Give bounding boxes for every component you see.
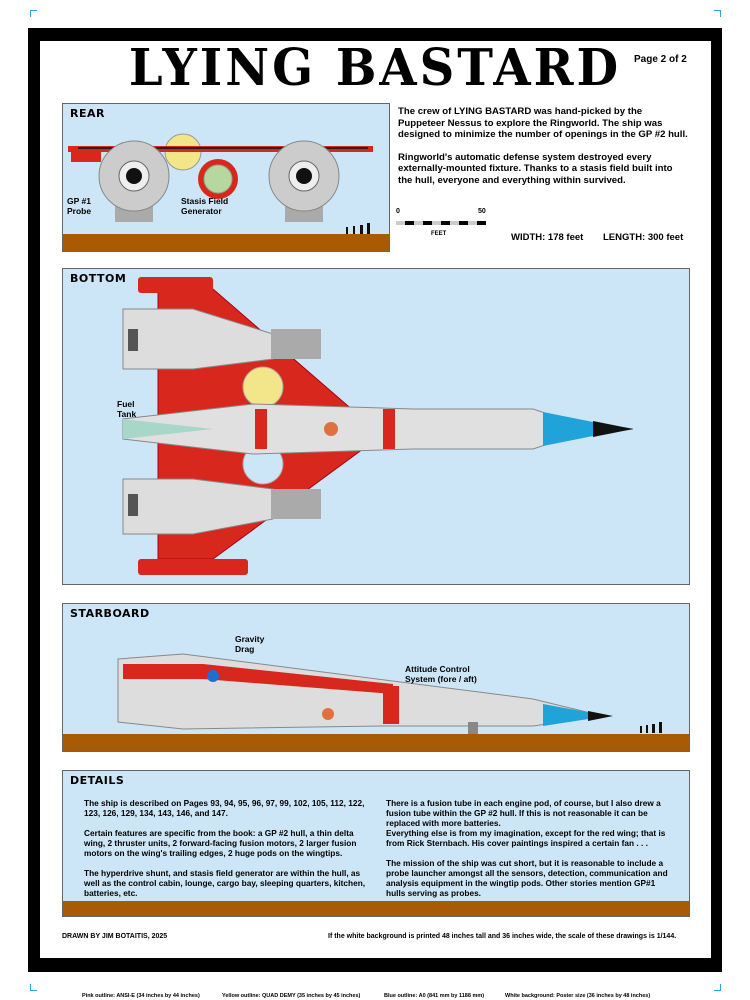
crop-mark: [714, 10, 721, 17]
print-legend-item: Blue outline: A0 (841 mm by 1188 mm): [384, 993, 485, 999]
credit-text: DRAWN BY JIM BOTAITIS, 2025: [62, 933, 168, 940]
length-dimension: LENGTH: 300 feet: [603, 232, 684, 243]
details-paragraph: The mission of the ship was cut short, b…: [386, 858, 668, 898]
rear-view-drawing: [68, 133, 373, 234]
fuel-tank-label: Fuel Tank: [117, 399, 137, 419]
intro-paragraph: Ringworld's automatic defense system des…: [398, 151, 673, 186]
stasis-label: Stasis Field Generator: [181, 196, 229, 216]
crop-mark: [714, 984, 721, 991]
details-left-column: The ship is described on Pages 93, 94, 9…: [84, 798, 374, 908]
details-paragraph: There is a fusion tube in each engine po…: [386, 798, 661, 828]
print-legend-item: White background: Poster size (36 inches…: [505, 993, 651, 999]
rear-title: REAR: [70, 107, 105, 120]
probe-label: GP #1 Probe: [67, 196, 92, 216]
print-legend-item: Yellow outline: QUAD DEMY (35 inches by …: [222, 993, 361, 999]
ground-strip: [63, 734, 689, 751]
details-paragraph: Everything else is from my imagination, …: [386, 828, 666, 848]
scale-min: 0: [396, 208, 400, 215]
bottom-view-panel: BOTTOM Fuel Tank: [62, 268, 690, 585]
intro-paragraph: The crew of LYING BASTARD was hand-picke…: [398, 106, 688, 140]
gravity-drag-label: Gravity Drag: [235, 634, 265, 654]
crop-mark: [30, 984, 37, 991]
engine-pod-left: [98, 140, 170, 222]
wingtip-pod-bottom: [122, 478, 321, 535]
ground-strip: [63, 901, 689, 916]
starboard-view-panel: STARBOARD Gravity Drag Attitude Control …: [62, 603, 690, 752]
details-panel: DETAILS The ship is described on Pages 9…: [62, 770, 690, 917]
rear-view-panel: REAR GP #1 Probe Stasis Field Generator: [62, 103, 390, 252]
bottom-view-drawing: [122, 277, 634, 575]
print-legend-item: Pink outline: ANSI-E (34 inches by 44 in…: [82, 993, 200, 999]
starboard-view-drawing: [117, 653, 662, 734]
width-dimension: WIDTH: 178 feet: [511, 232, 584, 243]
details-right-column: There is a fusion tube in each engine po…: [386, 798, 676, 908]
bottom-title: BOTTOM: [70, 272, 127, 285]
details-paragraph: The hyperdrive shunt, and stasis field g…: [84, 868, 366, 898]
wingtip-pod-top: [122, 308, 321, 370]
intro-text: The crew of LYING BASTARD was hand-picke…: [398, 106, 688, 197]
page-title: LYING BASTARD: [128, 38, 622, 98]
scale-max: 50: [478, 208, 486, 215]
details-title: DETAILS: [70, 774, 125, 787]
crop-mark: [30, 10, 37, 17]
ground-strip: [63, 234, 389, 251]
engine-pod-right: [268, 140, 340, 222]
details-paragraph: Certain features are specific from the b…: [84, 828, 357, 858]
scale-unit: FEET: [431, 231, 447, 237]
scale-note: If the white background is printed 48 in…: [328, 933, 677, 940]
page-number: Page 2 of 2: [634, 54, 687, 65]
details-paragraph: The ship is described on Pages 93, 94, 9…: [84, 798, 365, 818]
attitude-control-label: Attitude Control System (fore / aft): [405, 664, 477, 684]
scale-bar: 0 50 FEET: [396, 208, 486, 238]
starboard-title: STARBOARD: [70, 607, 150, 620]
